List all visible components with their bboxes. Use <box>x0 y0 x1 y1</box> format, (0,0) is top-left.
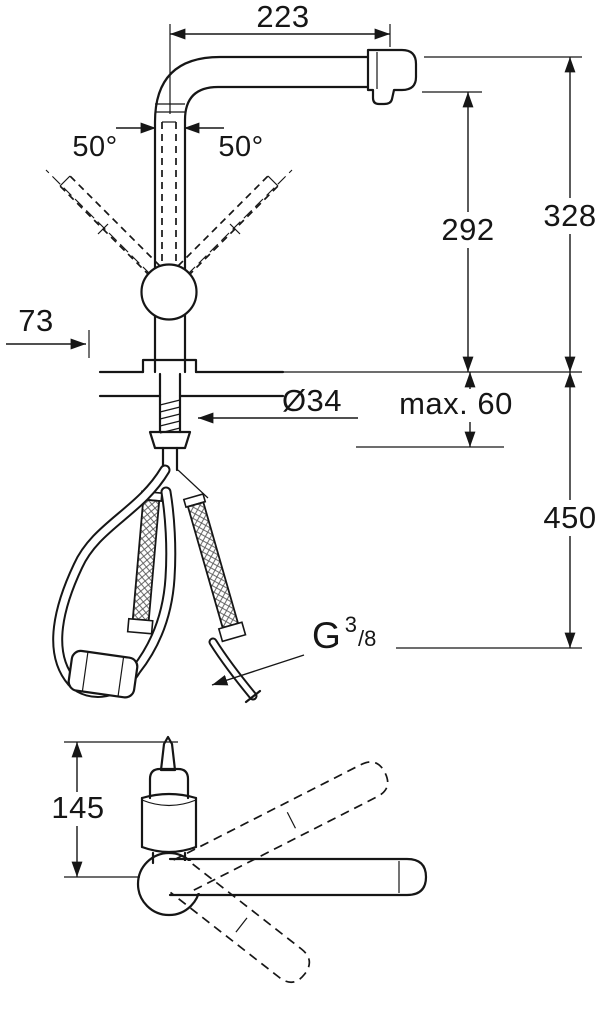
body-cap <box>148 767 190 800</box>
lever-position-right <box>175 169 293 287</box>
mounting-shank <box>148 372 192 472</box>
lever-tip <box>159 735 177 772</box>
spout-swivel-down <box>169 863 311 983</box>
faucet-side-view <box>45 48 418 374</box>
lever-position-vertical <box>161 121 177 266</box>
dim-swivel-right-label: 50° <box>218 131 263 163</box>
dim-spout-height-label: 292 <box>441 212 494 247</box>
shank-thread <box>159 399 181 434</box>
dim-hole-diameter-label: Ø34 <box>282 383 342 418</box>
dim-spout-reach-label: 223 <box>256 0 309 34</box>
dim-swivel-angles: 50° 50° <box>72 122 263 163</box>
braided-hose <box>131 498 161 622</box>
mounting-nut <box>148 430 192 450</box>
hose-nut <box>217 621 247 643</box>
countertop <box>98 370 582 398</box>
dim-total-height-label: 328 <box>543 198 596 233</box>
pullout-hose <box>52 464 177 699</box>
dim-body-height: 145 <box>46 741 178 878</box>
dim-lever-length: 73 <box>6 303 90 358</box>
dim-lever-length-label: 73 <box>18 303 53 338</box>
spout-outer-profile <box>153 55 370 374</box>
spout-solid <box>168 857 428 897</box>
dim-swivel-left-label: 50° <box>72 131 117 163</box>
hose-nut <box>126 617 154 635</box>
hose-weight <box>67 649 139 699</box>
dim-max-counter-thickness: max. 60 <box>356 372 518 448</box>
spout-swivel-up <box>173 761 389 893</box>
dim-spout-reach: 223 <box>169 0 391 114</box>
spout-inner-profile <box>183 85 370 374</box>
handle-ball <box>140 263 198 321</box>
dim-hole-diameter: Ø34 <box>198 383 358 424</box>
dim-spout-height: 292 <box>422 91 500 372</box>
supply-hose-right <box>177 469 262 704</box>
dim-max-counter-label: max. 60 <box>399 386 513 421</box>
faucet-front-view <box>136 735 428 983</box>
spray-head <box>366 48 418 106</box>
base-flange <box>141 358 198 374</box>
dim-body-height-label: 145 <box>51 790 104 825</box>
dim-hose-drop-label: 450 <box>543 500 596 535</box>
dim-total-height: 328 <box>424 56 602 372</box>
dim-hose-drop: 450 <box>396 372 602 649</box>
lever-position-left <box>45 169 163 287</box>
braided-hose <box>186 501 240 629</box>
